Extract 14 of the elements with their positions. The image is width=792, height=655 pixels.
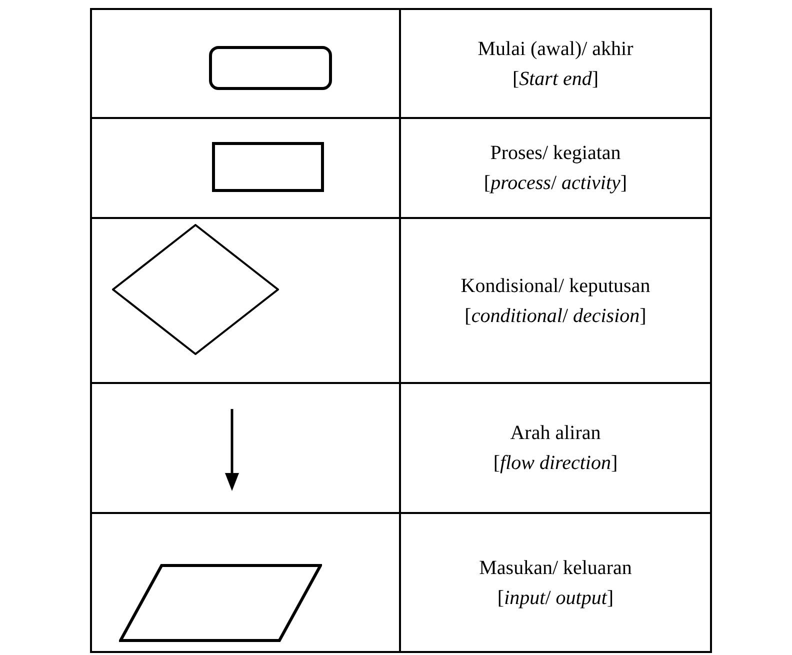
input-output-parallelogram bbox=[119, 564, 322, 642]
symbol-name: Proses/ kegiatan bbox=[490, 141, 621, 166]
symbol-name: Mulai (awal)/ akhir bbox=[478, 36, 634, 62]
symbol-translation: [flow direction] bbox=[493, 451, 618, 476]
symbol-name: Arah aliran bbox=[510, 421, 601, 446]
symbol-translation: [Start end] bbox=[512, 66, 599, 92]
symbol-translation: [process/ activity] bbox=[484, 171, 628, 196]
decision-diamond bbox=[112, 224, 279, 355]
terminator-shape bbox=[209, 46, 332, 90]
symbol-translation: [conditional/ decision] bbox=[464, 304, 646, 328]
symbol-name: Kondisional/ keputusan bbox=[460, 274, 650, 298]
symbol-name: Masukan/ keluaran bbox=[479, 556, 632, 580]
process-shape bbox=[212, 142, 324, 192]
symbol-translation: [input/ output] bbox=[497, 586, 614, 610]
